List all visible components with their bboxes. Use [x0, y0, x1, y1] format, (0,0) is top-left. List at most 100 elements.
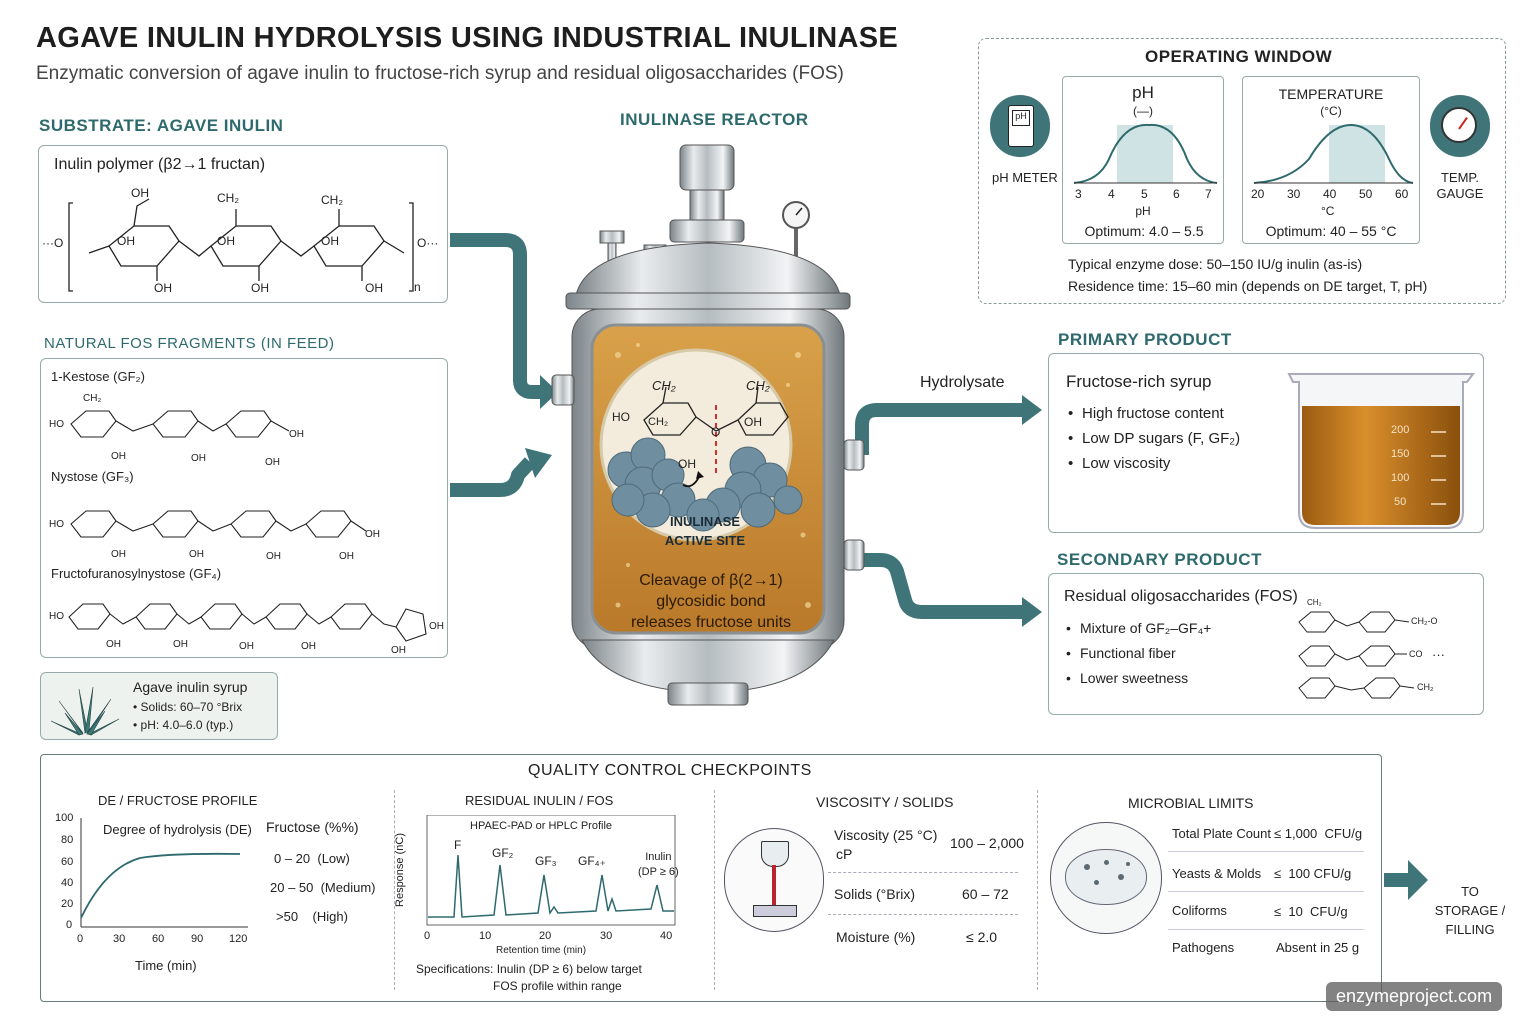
peak-f: F: [454, 838, 462, 852]
qc-header: QUALITY CONTROL CHECKPOINTS: [528, 762, 812, 779]
reactor-vessel: [551, 144, 865, 706]
viscosity-unit: cP: [836, 846, 853, 862]
colony-5: [1126, 862, 1130, 866]
arrow-fos-to-reactor: [450, 457, 536, 497]
cleavage-line1: Cleavage of β(2→1): [639, 572, 783, 589]
fructose-header: Fructose (%%): [266, 819, 359, 835]
de-ytick-80: 80: [61, 834, 74, 846]
temp-xlabel: °C: [1321, 204, 1335, 218]
storage-label: TO STORAGE / FILLING: [1428, 882, 1512, 939]
temp-tick-40: 40: [1323, 187, 1337, 201]
qc-divider-1: [394, 790, 395, 990]
tpc-value: ≤ 1,000 CFU/g: [1274, 826, 1363, 841]
sec-dots: ···: [1432, 647, 1445, 662]
inulin-xtick-30: 30: [600, 930, 613, 942]
secondary-title: Residual oligosaccharides (FOS): [1064, 588, 1298, 605]
sec-end3: CH₂: [1417, 682, 1434, 692]
temp-chart-unit: (°C): [1320, 104, 1342, 118]
viscometer-stem: [772, 865, 776, 905]
peak-gf3: GF₃: [535, 854, 557, 868]
qc-divider-2: [714, 790, 715, 990]
micro-sep-3: [1168, 929, 1364, 930]
primary-bullet-3: Low viscosity: [1066, 451, 1240, 476]
active-site-line1: INULINASE: [669, 514, 741, 529]
inulin-xtick-20: 20: [539, 930, 552, 942]
arrow-to-primary: [855, 403, 1025, 455]
enzyme-dose: Typical enzyme dose: 50–150 IU/g inulin …: [1068, 256, 1363, 272]
fos-ho-1: HO: [49, 419, 64, 430]
beaker-mark-50: 50: [1394, 496, 1407, 508]
secondary-bullet-3: Lower sweetness: [1064, 666, 1211, 691]
reactor-o: O: [711, 425, 721, 439]
de-ytick-20: 20: [61, 898, 74, 910]
reactor-ch2-3: CH₂: [648, 416, 669, 428]
fructose-medium: 20 – 50 (Medium): [270, 880, 376, 895]
viscometer-base: [753, 905, 797, 917]
fos-oh-4: OH: [265, 457, 280, 468]
ph-curve: [1073, 123, 1218, 184]
de-title: DE / FRUCTOSE PROFILE: [98, 793, 258, 808]
fos-box: 1-Kestose (GF₂) Nystose (GF₃) Fructofura…: [40, 358, 448, 658]
syrup-title: Agave inulin syrup: [133, 679, 248, 695]
agave-syrup-box: Agave inulin syrup • Solids: 60–70 °Brix…: [40, 672, 278, 740]
viscosity-value: 100 – 2,000: [950, 835, 1024, 851]
fos-ch2-1: CH₂: [83, 393, 102, 404]
watermark: enzymeproject.com: [1326, 982, 1503, 1011]
temp-gauge-needle: [1458, 116, 1468, 130]
de-xlabel: Time (min): [135, 958, 197, 973]
residence-time: Residence time: 15–60 min (depends on DE…: [1068, 278, 1428, 294]
de-xtick-90: 90: [191, 933, 204, 945]
coliforms-value: ≤ 10 CFU/g: [1274, 904, 1348, 919]
fos-oh-13: OH: [239, 641, 254, 652]
syrup-ph: • pH: 4.0–6.0 (typ.): [133, 718, 234, 732]
page-title: AGAVE INULIN HYDROLYSIS USING INDUSTRIAL…: [36, 22, 898, 54]
nystose-label: Nystose (GF₃): [51, 469, 134, 484]
temp-gauge-line2: GAUGE: [1436, 186, 1484, 201]
viscosity-sep-2: [828, 914, 1018, 915]
pathogens-value: Absent in 25 g: [1276, 940, 1360, 955]
viscometer-icon: [724, 828, 824, 932]
secondary-box: Residual oligosaccharides (FOS) Mixture …: [1048, 573, 1484, 715]
inulin-method: HPAEC-PAD or HPLC Profile: [470, 820, 613, 832]
active-site-label: INULINASE ACTIVE SITE: [650, 512, 760, 550]
ph-tick-7: 7: [1205, 187, 1212, 201]
ph-tick-4: 4: [1108, 187, 1115, 201]
de-xtick-0: 0: [77, 933, 84, 945]
sec-end1: CH₂-O: [1411, 616, 1438, 626]
petri-dish: [1065, 849, 1147, 905]
de-xtick-120: 120: [229, 933, 248, 945]
sec-end2: CO: [1409, 649, 1423, 659]
fos-oh-14: OH: [301, 641, 316, 652]
ph-meter-body: pH: [1008, 105, 1034, 147]
beaker-mark-150: 150: [1391, 448, 1410, 460]
fos-oh-15: OH: [391, 645, 406, 656]
fos-oh-1: OH: [289, 429, 304, 440]
secondary-bullet-2: Functional fiber: [1064, 641, 1211, 666]
fructose-high: >50 (High): [276, 909, 348, 924]
pathogens-label: Pathogens: [1172, 940, 1235, 955]
temp-optimum: Optimum: 40 – 55 °C: [1265, 223, 1397, 239]
poly-n-label: n: [414, 280, 421, 294]
micro-sep-1: [1168, 851, 1364, 852]
inulin-title: RESIDUAL INULIN / FOS: [465, 793, 614, 808]
chromatogram: [426, 815, 676, 926]
arrow-substrate-to-reactor: [450, 233, 540, 399]
agave-plant-icon: [50, 686, 120, 736]
cleavage-line3: releases fructose units: [630, 614, 792, 631]
microbial-title: MICROBIAL LIMITS: [1128, 795, 1254, 811]
storage-line2: FILLING: [1445, 922, 1495, 937]
inulin-xtick-10: 10: [479, 930, 492, 942]
fos-ho-2: HO: [49, 519, 64, 530]
syrup-ph-text: pH: 4.0–6.0 (typ.): [140, 718, 234, 732]
ph-meter-icon: pH: [990, 95, 1050, 157]
de-ytick-60: 60: [61, 856, 74, 868]
peak-inulin-line1: Inulin: [645, 851, 672, 863]
ph-tick-6: 6: [1173, 187, 1180, 201]
de-ytick-100: 100: [55, 812, 74, 824]
inulin-xlabel: Retention time (min): [496, 945, 587, 956]
fos-oh-12: OH: [173, 639, 188, 650]
poly-oh-7: OH: [365, 281, 383, 295]
tpc-label: Total Plate Count: [1172, 826, 1272, 841]
viscosity-sep-1: [828, 872, 1018, 873]
viscosity-label: Viscosity (25 °C): [834, 827, 938, 843]
